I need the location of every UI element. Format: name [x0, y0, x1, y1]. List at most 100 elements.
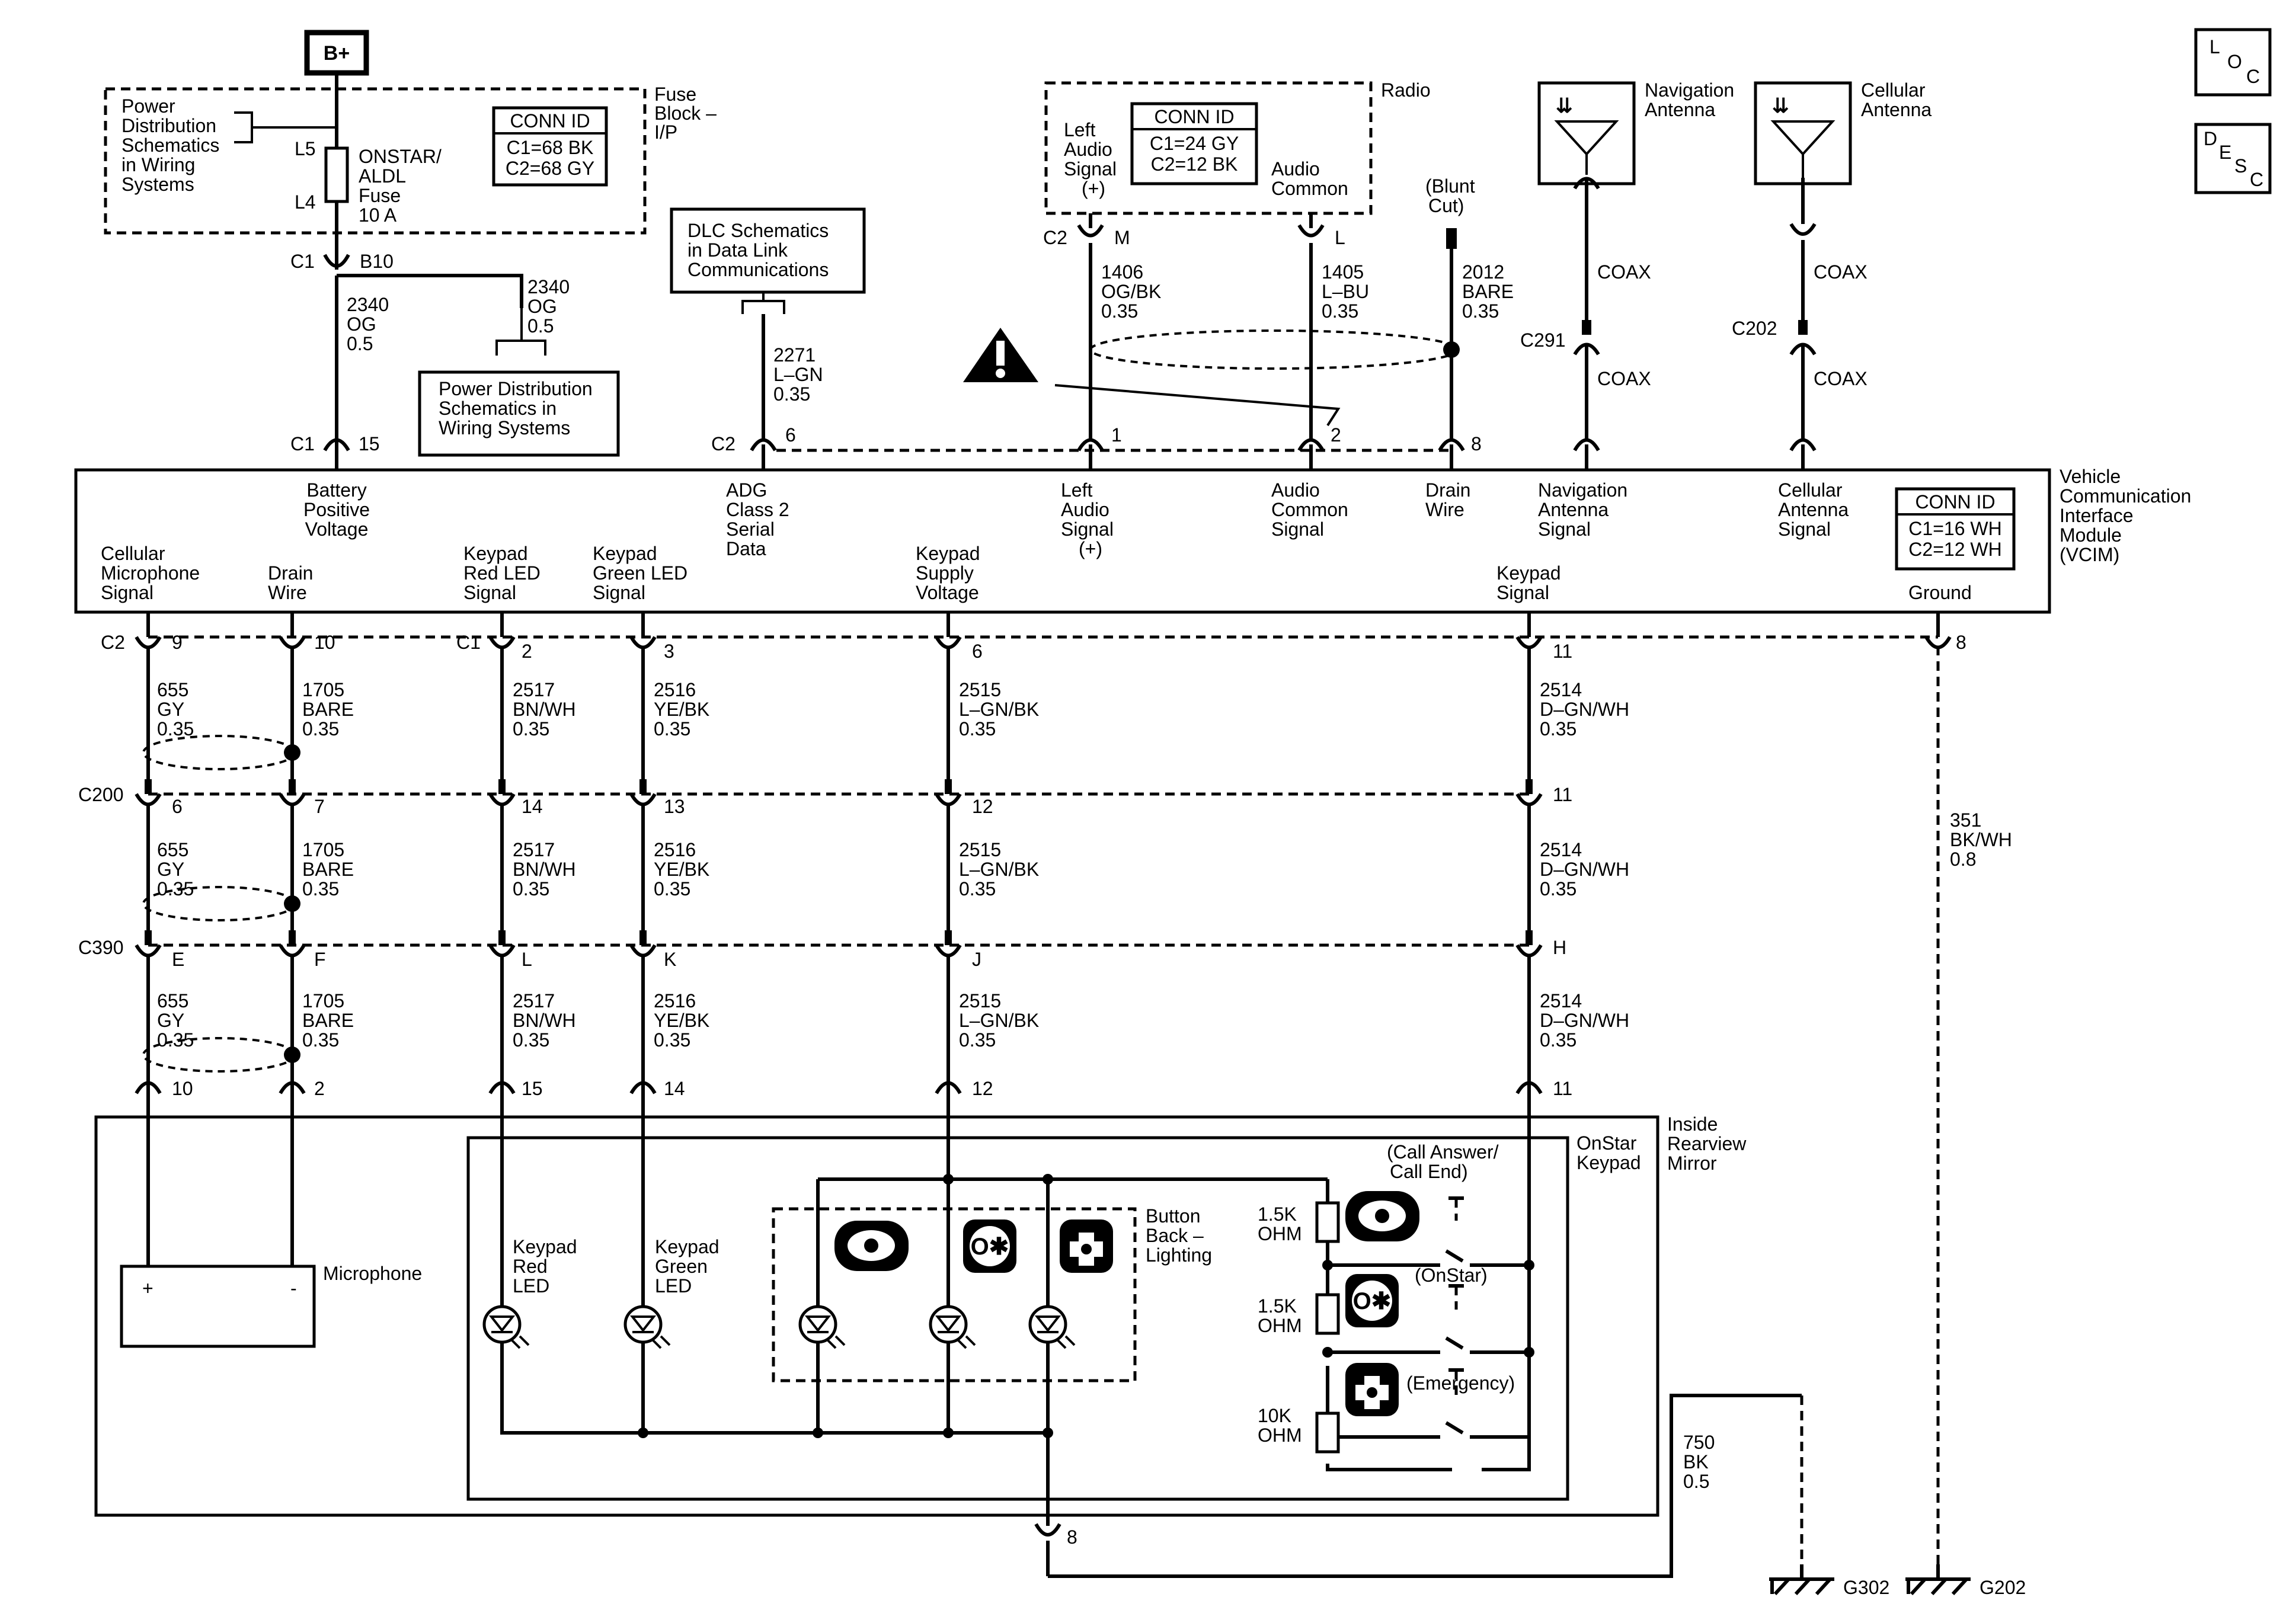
desc-letter: D	[2204, 128, 2217, 149]
vcim-pin-label: Antenna	[1778, 499, 1849, 520]
keypad-title: Keypad	[1576, 1152, 1641, 1173]
wire-label: BARE	[302, 699, 354, 720]
vcim-title: Vehicle	[2060, 466, 2121, 487]
fuse-conn-id-title: CONN ID	[510, 110, 590, 132]
vcim-pin-label: Class 2	[726, 499, 789, 520]
led-icon	[1028, 1305, 1067, 1344]
pin-number: L	[522, 949, 532, 970]
vcim-conn-c1: C1=16 WH	[1908, 518, 2001, 539]
connector-terminal	[935, 944, 962, 958]
pin-number: 8	[1471, 433, 1482, 454]
connector-id: C390	[78, 937, 124, 958]
fuse-conn-c1: C1=68 BK	[507, 137, 594, 158]
dlc-ref-box[interactable]: DLC Schematics in Data Link Communicatio…	[670, 207, 866, 441]
desc-button[interactable]: D E S C	[2194, 123, 2272, 194]
call-switch-icon	[1345, 1191, 1419, 1241]
resistor-label: 1.5K	[1258, 1204, 1297, 1225]
red-led-label: Red	[513, 1256, 548, 1277]
loc-button[interactable]: L O C	[2194, 28, 2272, 97]
emergency-button-icon	[1060, 1219, 1113, 1273]
connector-terminal	[629, 793, 657, 806]
vcim-pin-label: Cellular	[101, 543, 165, 564]
wire-label: BARE	[302, 859, 354, 880]
wire-label: 0.35	[959, 718, 996, 740]
wire-label: 2340	[527, 276, 570, 297]
connector-id: C291	[1520, 329, 1566, 351]
connector-terminal	[488, 1081, 516, 1094]
signal-icon: ⇊	[1556, 95, 1573, 117]
wire-label: 0.35	[157, 1029, 194, 1051]
wire-label: 655	[157, 679, 188, 700]
wire-label: 655	[157, 839, 188, 860]
connector-terminal	[135, 636, 162, 649]
wire-label: 0.5	[1683, 1471, 1709, 1492]
wire-label: 0.35	[773, 383, 810, 405]
svg-text:O✱: O✱	[971, 1234, 1009, 1260]
pd-ref-line: Distribution	[121, 115, 216, 136]
radio: Radio Left Audio Signal (+) Audio Common…	[1043, 79, 1431, 441]
wire-label: 0.35	[1540, 878, 1576, 900]
wire-label: 0.5	[527, 315, 554, 337]
vcim-pin-label: Signal	[1271, 518, 1324, 540]
vcim-pin-label: Signal	[1538, 518, 1591, 540]
wire-label: 0.35	[302, 878, 339, 900]
vcim-pin-label: Antenna	[1538, 499, 1609, 520]
microphone-label: Microphone	[323, 1263, 422, 1284]
vcim-module: Vehicle Communication Interface Module (…	[74, 466, 2191, 614]
mirror-title: Rearview	[1667, 1133, 1747, 1154]
wire-label: 0.35	[959, 878, 996, 900]
pin-number: 14	[522, 796, 543, 817]
radio-title: Radio	[1381, 79, 1431, 101]
radio-label: Audio	[1064, 139, 1112, 160]
vcim-pin-label: Drain	[1425, 479, 1470, 501]
wire-label: 0.8	[1950, 849, 1976, 870]
backlight-label: Back –	[1146, 1225, 1204, 1246]
connector-terminal	[629, 1081, 657, 1094]
battery-label: B+	[324, 42, 350, 65]
connector-terminal	[1515, 944, 1543, 958]
pin-number: 1	[1111, 424, 1122, 446]
wire-label: OG	[527, 296, 557, 317]
radio-label: Audio	[1271, 158, 1320, 180]
fuse-block-title: Fuse	[654, 84, 696, 105]
vcim-top-connectors: C1 15 C2 6 1 2 8	[290, 424, 1817, 470]
pin-number: 3	[664, 641, 674, 662]
wire-label: 1705	[302, 679, 344, 700]
pin-number: F	[314, 949, 326, 970]
call-button-icon	[834, 1221, 909, 1271]
power-distribution-ref-box[interactable]: Power Distribution Schematics in Wiring …	[418, 370, 620, 457]
pin-number: 7	[314, 796, 325, 817]
desc-letter: S	[2234, 155, 2247, 177]
connector-terminal	[135, 944, 162, 958]
wire-label: 2514	[1540, 679, 1582, 700]
wire-label: 0.35	[654, 1029, 690, 1051]
wire-label: 351	[1950, 809, 1981, 831]
loc-letter: C	[2246, 66, 2260, 87]
pin-number: 9	[172, 632, 183, 653]
vcim-pin-label: Voltage	[916, 582, 979, 603]
onstar-aldl-fuse	[324, 146, 349, 203]
vcim-pin-label: Voltage	[305, 518, 369, 540]
pd-ref-line: Power	[121, 95, 175, 117]
pin-number: M	[1114, 227, 1130, 248]
dlc-box-line: Communications	[687, 259, 829, 280]
fuse-name: Fuse	[359, 185, 401, 206]
wire-label: OG	[347, 313, 376, 335]
cell-antenna-label: Antenna	[1861, 99, 1932, 120]
fuse-block-title-3: I/P	[654, 121, 677, 143]
ground-label: G302	[1843, 1577, 1889, 1598]
desc-letter: C	[2250, 169, 2263, 190]
pin-number: H	[1553, 937, 1566, 958]
connector-terminal	[135, 1081, 162, 1094]
wire-label: 0.35	[654, 718, 690, 740]
wire-label: OG/BK	[1101, 281, 1161, 302]
pin-number: K	[664, 949, 676, 970]
vcim-pin-label: Battery	[306, 479, 366, 501]
wire-label: BN/WH	[513, 1010, 576, 1031]
wire-label: 0.35	[157, 718, 194, 740]
wire-label: 2516	[654, 839, 696, 860]
pin-number: 15	[359, 433, 380, 454]
pin-number: 6	[172, 796, 183, 817]
led-icon	[798, 1305, 837, 1344]
radio-conn-c1: C1=24 GY	[1150, 133, 1239, 154]
